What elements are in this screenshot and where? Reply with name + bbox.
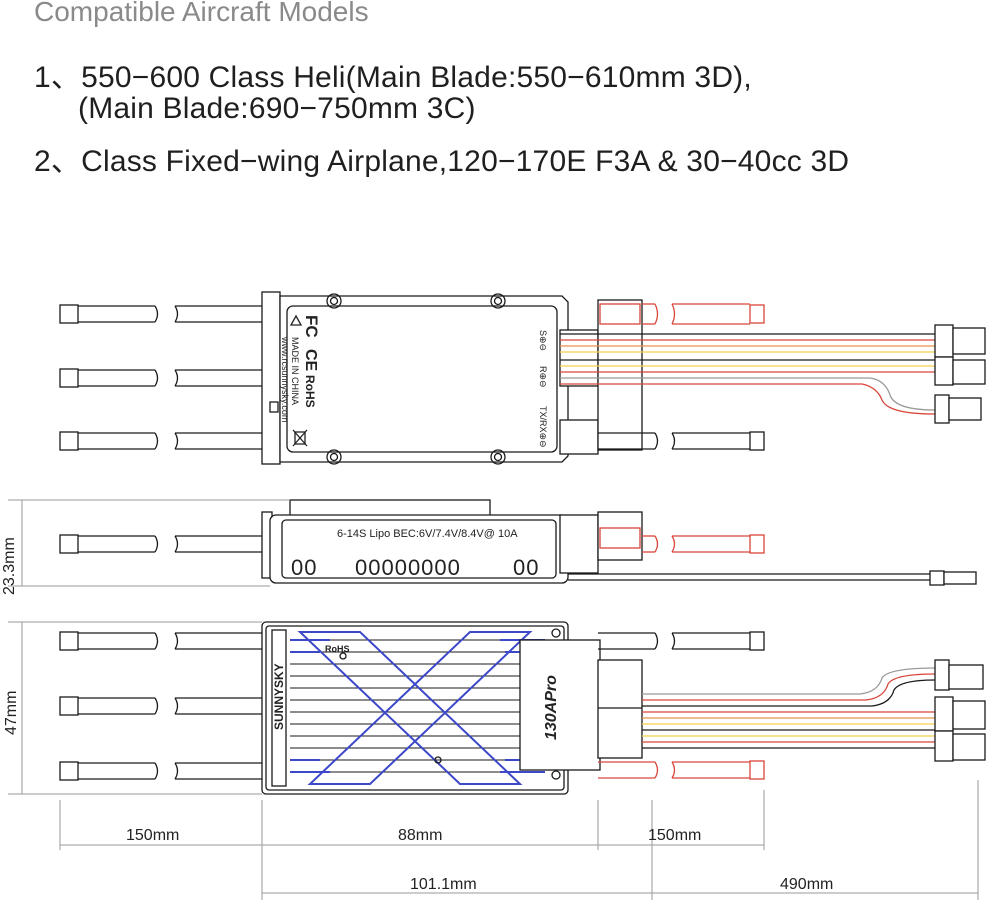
rohs-mark: RoHS (303, 375, 317, 408)
model-badge: 130APro (543, 675, 560, 740)
bottom-rohs-mark: RoHS (325, 644, 350, 654)
model-line-2: 2、Class Fixed−wing Airplane,120−170E F3A… (34, 145, 850, 178)
right-wire-dimension: 150mm (648, 827, 701, 844)
website-text: www.rcsunnysky.com (280, 336, 290, 422)
overall-body-dimension: 101.1mm (410, 876, 477, 893)
recycle-icon (289, 314, 303, 326)
signal-wire-dimension: 490mm (780, 876, 833, 893)
fc-mark: FC (302, 315, 321, 338)
port-r-label: R⊕⊖ (538, 366, 548, 388)
signal-harness (560, 333, 936, 415)
side-view: 6-14S Lipo BEC:6V/7.4V/8.4V@ 10A 00 0000… (59, 499, 977, 586)
body-dimension: 88mm (398, 827, 442, 844)
brand-label: SUNNYSKY (272, 663, 286, 730)
dimension-lines (8, 499, 979, 900)
section-heading: Compatible Aircraft Models (34, 0, 369, 27)
left-wire-dimension: 150mm (126, 827, 179, 844)
top-view: FC CE RoHS MADE IN CHINA www.rcsunnysky.… (59, 291, 986, 465)
ce-mark: CE (302, 349, 319, 372)
top-motor-wires (59, 304, 262, 451)
vent-slots: 00000000 (355, 555, 461, 580)
heatsink-fins (290, 639, 545, 773)
wee-bin-icon (292, 429, 308, 447)
height-dimension: 23.3mm (1, 537, 18, 595)
width-dimension: 47mm (3, 691, 20, 735)
model-line-1-continued: (Main Blade:690−750mm 3C) (78, 92, 476, 125)
made-in-text: MADE IN CHINA (290, 337, 300, 405)
port-txrx-label: TX/RX⊕⊖ (538, 406, 548, 448)
bottom-view: SUNNYSKY RoHS 130APro (59, 621, 986, 795)
bottom-harness (642, 667, 936, 749)
vent-slot-left: 00 (291, 555, 317, 580)
vent-slot-right: 00 (513, 555, 539, 580)
port-s-label: S⊕⊖ (538, 330, 548, 351)
spec-label: 6-14S Lipo BEC:6V/7.4V/8.4V@ 10A (337, 528, 518, 540)
model-line-1: 1、550−600 Class Heli(Main Blade:550−610m… (34, 61, 752, 94)
